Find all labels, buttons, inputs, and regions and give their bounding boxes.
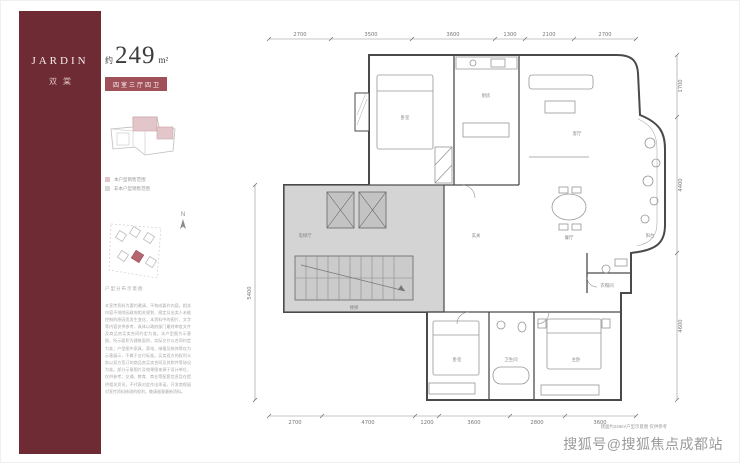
dimensions: 2700 3500 3600 1300 2100 2700 2700 4700 … (247, 32, 684, 426)
unit-thumbnail-svg (110, 116, 176, 155)
watermark: 搜狐号@搜狐焦点成都站 (563, 436, 723, 452)
dim-label: 2700 (598, 32, 611, 38)
legend-label: 本户型销售范围 (114, 176, 146, 182)
room-label: 卧室 (401, 114, 410, 121)
dim-label: 1700 (678, 79, 684, 92)
dim-label: 4600 (678, 319, 684, 332)
room-label: 主卧 (572, 356, 581, 363)
dim-label: 4700 (361, 420, 374, 426)
brand-subtitle: 双棠 (49, 77, 77, 86)
dim-label: 2700 (293, 32, 306, 38)
legend: 本户型销售范围 非本户型销售范围 (105, 177, 193, 192)
room-label: 卧室 (453, 356, 462, 363)
compass-label: N (180, 211, 186, 218)
dim-label: 3600 (467, 420, 480, 426)
area-line: 约 249 m² (105, 43, 193, 68)
info-column: 约 249 m² 四室三厅四卫 本户型销售范围 非本户型销售范围 (105, 43, 193, 395)
area-prefix: 约 (105, 56, 113, 65)
dim-label: 1300 (503, 32, 516, 38)
area-value: 249 (115, 42, 156, 69)
dim-label: 4400 (678, 178, 684, 191)
brand-logo: JARDIN (31, 55, 89, 67)
room-label: 餐厅 (565, 234, 574, 241)
legend-swatch-pink (105, 177, 110, 182)
room-label: 电梯厅 (298, 232, 312, 239)
room-label: 楼梯 (350, 304, 359, 311)
room-label: 卫生间 (504, 356, 517, 363)
brand-panel: JARDIN 双棠 (19, 11, 101, 454)
legend-swatch-gray (105, 186, 110, 191)
dim-label: 2100 (542, 32, 555, 38)
room-label: 厨房 (482, 92, 491, 99)
room-labels: 卧室 厨房 客厅 餐厅 阳台 电梯厅 玄关 卧室 卫生间 主卧 衣帽间 楼梯 (298, 92, 655, 363)
floorplan: 2700 3500 3600 1300 2100 2700 2700 4700 … (229, 25, 703, 437)
site-plan-svg (108, 223, 162, 278)
plan-note: 建面约249m²户型示意图 仅供参考 (601, 423, 668, 430)
legend-item-own: 本户型销售范围 (105, 177, 193, 183)
dim-label: 2700 (288, 420, 301, 426)
legend-item-other: 非本户型销售范围 (105, 186, 193, 192)
dim-label: 1200 (420, 420, 433, 426)
disclaimer-text: 本宣传资料为要约邀请，不构成要约内容。相关内容不排除因政府相关规划、规定及出卖人… (105, 302, 191, 394)
furniture (376, 56, 661, 396)
legend-label: 非本户型销售范围 (114, 185, 150, 191)
room-label: 阳台 (646, 232, 655, 239)
dim-label: 3600 (593, 420, 606, 426)
dim-label: 5400 (247, 286, 253, 299)
room-label: 玄关 (472, 232, 481, 239)
dim-label: 2800 (530, 420, 543, 426)
dim-label: 3600 (446, 32, 459, 38)
room-label: 客厅 (573, 130, 582, 137)
unit-thumbnail (105, 107, 193, 168)
room-label: 衣帽间 (600, 282, 613, 289)
outer-walls (283, 54, 666, 401)
area-unit: m² (158, 55, 169, 65)
site-caption: 户型分布示意图 (105, 285, 144, 291)
dim-label: 3500 (364, 32, 377, 38)
balcony-railing (636, 118, 658, 247)
north-arrow-icon (180, 218, 186, 229)
layout-badge: 四室三厅四卫 (105, 77, 168, 91)
compass: N (179, 212, 187, 237)
site-plan: N (105, 212, 193, 282)
core-block (283, 184, 445, 313)
interior-walls (427, 55, 631, 400)
floorplan-svg: 2700 3500 3600 1300 2100 2700 2700 4700 … (247, 32, 684, 430)
